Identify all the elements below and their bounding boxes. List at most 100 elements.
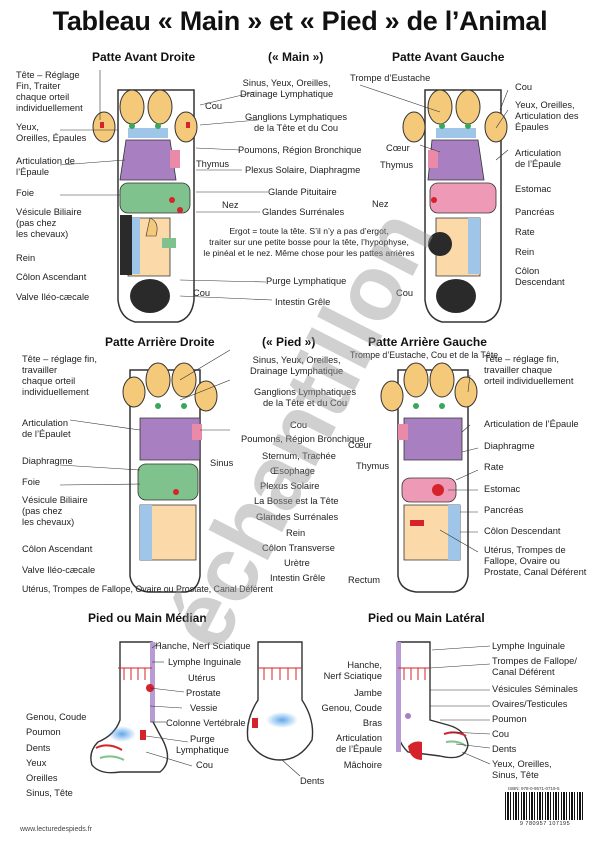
label-teeth-m: Dents <box>26 743 51 753</box>
label-solar-plexus: Plexus Solaire, Diaphragme <box>245 165 361 175</box>
label-rear-adrenals: Glandes Surrénales <box>256 512 339 522</box>
label-rear-thymus: Thymus <box>356 461 390 471</box>
label-neck: Cou <box>205 101 223 111</box>
medial-front-diagram <box>246 641 314 761</box>
footer-url[interactable]: www.lecturedespieds.fr <box>20 826 92 833</box>
label-thymus-r: Thymus <box>380 160 414 170</box>
label-thymus: Thymus <box>196 159 230 169</box>
label-kidney-r: Rein <box>515 247 535 257</box>
label-neck-r: Cou <box>515 82 533 92</box>
label-oesophagus: Œsophage <box>270 466 315 476</box>
label-lat-fallopian: Trompes de Fallope/ Canal Déférent <box>492 656 577 677</box>
leader-lines <box>59 70 509 777</box>
barcode <box>505 792 585 820</box>
label-rear-kidney: Rein <box>286 528 306 538</box>
section-main-tag: (« Main ») <box>268 50 324 64</box>
label-rear-lymph: Ganglions Lymphatiques de la Tête et du … <box>254 387 356 408</box>
label-stomach: Estomac <box>515 184 552 194</box>
label-lungs: Poumons, Région Bronchique <box>238 145 362 155</box>
label-lat-knee: Genou, Coude <box>321 703 382 713</box>
label-rear-solar-plexus: Plexus Solaire <box>260 481 320 491</box>
label-lat-hip: Hanche, Nerf Sciatique <box>323 660 382 681</box>
label-hip-sciatic: Hanche, Nerf Sciatique <box>155 641 251 651</box>
label-eyes-ears: Yeux, Oreilles, Épaules <box>16 122 87 143</box>
label-rear-uterus-r: Utérus, Trompes de Fallope, Ovaire ou Pr… <box>484 545 587 577</box>
label-neck-2: Cou <box>193 288 211 298</box>
label-lymph-purge-m: Purge Lymphatique <box>176 734 229 755</box>
section-front-left: Patte Avant Gauche <box>392 50 505 64</box>
label-uterus: Utérus <box>188 673 216 683</box>
label-pituitary: Glande Pituitaire <box>268 187 337 197</box>
lateral-foot-diagram <box>396 641 469 760</box>
page-title: Tableau « Main » et « Pied » de l’Animal <box>52 6 548 36</box>
label-rear-spleen: Rate <box>484 462 504 472</box>
rear-right-paw-diagram <box>122 362 218 593</box>
label-lat-eyes: Yeux, Oreilles, Sinus, Tête <box>492 759 552 780</box>
section-rear-left: Patte Arrière Gauche <box>368 335 487 349</box>
label-shoulder-r: Articulation de l’Épaule <box>515 148 562 169</box>
label-ovaries: Ovaires/Testicules <box>492 699 568 709</box>
label-shoulder-joint: Articulation de l’Épaule <box>16 156 75 177</box>
medial-foot-diagram <box>90 641 169 774</box>
label-inguinal: Lymphe Inguinale <box>168 657 242 667</box>
label-heart: Cœur <box>386 143 410 153</box>
label-sinus: Sinus, Yeux, Oreilles, Drainage Lymphati… <box>240 78 334 99</box>
label-ileocecal-valve: Valve Iléo-cæcale <box>16 292 90 302</box>
label-ears-m: Oreilles <box>26 773 58 783</box>
label-lymph-nodes: Ganglions Lymphatiques de la Tête et du … <box>245 112 347 133</box>
label-rear-shoulder-r: Articulation de l’Épaule <box>484 419 579 429</box>
label-ascending-colon: Côlon Ascendant <box>16 272 87 282</box>
label-spleen: Rate <box>515 227 535 237</box>
label-lat-neck: Cou <box>492 729 510 739</box>
label-liver: Foie <box>16 188 35 198</box>
label-lat-leg: Jambe <box>354 688 382 698</box>
section-pied-tag: (« Pied ») <box>262 335 316 349</box>
label-lat-inguinal: Lymphe Inguinale <box>492 641 566 651</box>
barcode-number: 9 780957 107195 <box>519 821 571 827</box>
label-rear-small-intestine: Intestin Grêle <box>270 573 326 583</box>
label-lat-arm: Bras <box>362 718 382 728</box>
label-ergot-note: Ergot = toute la tête. S’il n’y a pas d’… <box>203 226 415 258</box>
label-lat-teeth: Dents <box>492 744 517 754</box>
label-descending-colon: Côlon Descendant <box>515 266 565 287</box>
label-kidney: Rein <box>16 253 36 263</box>
label-knee-elbow: Genou, Coude <box>26 712 87 722</box>
rear-left-paw-diagram <box>380 362 478 593</box>
label-rear-gallbladder: Vésicule Biliaire (pas chez les chevaux) <box>22 495 88 527</box>
label-head: Tête – Réglage Fin, Traiter chaque ortei… <box>16 70 83 113</box>
label-rear-ileocecal: Valve Iléo-cæcale <box>22 565 96 575</box>
label-nose-r: Nez <box>372 199 389 209</box>
label-lat-lung: Poumon <box>492 714 527 724</box>
section-rear-right: Patte Arrière Droite <box>105 335 215 349</box>
label-rear-descending-colon: Côlon Descendant <box>484 526 561 536</box>
label-eustachian: Trompe d’Eustache <box>350 73 431 83</box>
label-rear-pancreas: Pancréas <box>484 505 524 515</box>
label-sternum: Sternum, Trachée <box>262 451 336 461</box>
label-rear-diaphragm: Diaphragme <box>22 456 73 466</box>
label-adrenals: Glandes Surrénales <box>262 207 345 217</box>
front-right-paw-diagram <box>92 89 198 323</box>
section-lateral: Pied ou Main Latéral <box>368 611 485 625</box>
label-rear-shoulder: Articulation de l’Épaulet <box>22 418 71 439</box>
label-pancreas: Pancréas <box>515 207 555 217</box>
label-neck-r2: Cou <box>396 288 414 298</box>
label-rear-sinus-2: Sinus <box>210 458 234 468</box>
label-seminal: Vésicules Séminales <box>492 684 578 694</box>
label-eyes-shoulders: Yeux, Oreilles, Articulation des Épaules <box>515 100 579 132</box>
label-rear-lungs: Poumons, Région Bronchique <box>241 434 365 444</box>
label-rear-head: Tête – réglage fin, travailler chaque or… <box>22 354 97 397</box>
label-rear-stomach: Estomac <box>484 484 521 494</box>
label-rear-neck: Cou <box>290 420 308 430</box>
label-gallbladder: Vésicule Biliaire (pas chez les chevaux) <box>16 207 82 239</box>
isbn-text: ISBN: 978-0-9571-0719-5 <box>508 786 560 791</box>
label-urethra: Urètre <box>284 558 310 568</box>
label-medial-neck: Cou <box>196 760 214 770</box>
label-lung-m: Poumon <box>26 727 61 737</box>
label-transverse-colon: Côlon Transverse <box>262 543 335 553</box>
label-rear-diaphragm-r: Diaphragme <box>484 441 535 451</box>
label-small-intestine: Intestin Grêle <box>275 297 331 307</box>
label-rear-ascending-colon: Côlon Ascendant <box>22 544 93 554</box>
label-lat-shoulder: Articulation de l’Épaule <box>335 733 382 754</box>
label-jaw: Mâchoire <box>343 760 382 770</box>
